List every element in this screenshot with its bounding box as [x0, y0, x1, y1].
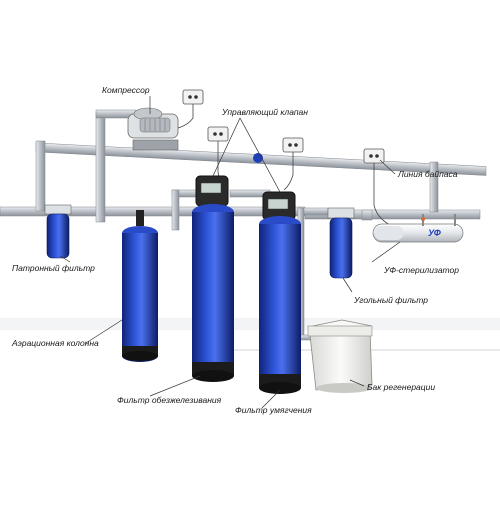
label-bypass-line: Линия байпаса	[398, 169, 458, 179]
uv-sterilizer	[372, 214, 464, 243]
uv-badge: УФ	[428, 228, 441, 238]
regeneration-tank	[307, 319, 373, 393]
label-aeration-column: Аэрационная колонна	[12, 338, 99, 348]
label-control-valve: Управляющий клапан	[222, 107, 308, 117]
carbon-filter	[327, 207, 355, 279]
bypass-pipe	[35, 109, 487, 223]
label-regeneration-tank: Бак регенерации	[367, 382, 436, 392]
label-cartridge-filter: Патронный фильтр	[12, 263, 95, 273]
compressor-unit	[127, 107, 179, 151]
label-compressor: Компрессор	[102, 85, 150, 95]
label-uv-sterilizer: УФ-стерилизатор	[384, 265, 459, 275]
label-carbon-filter: Угольный фильтр	[354, 295, 428, 305]
aeration-column	[122, 210, 158, 362]
iron-removal-filter	[192, 175, 234, 382]
softening-filter	[259, 191, 301, 394]
power-socket-icon	[167, 89, 204, 131]
label-softening-filter: Фильтр умягчения	[235, 405, 312, 415]
label-iron-removal-filter: Фильтр обезжелезивания	[117, 395, 222, 405]
cartridge-filter	[44, 204, 72, 259]
main-pipe	[0, 206, 481, 220]
power-socket-icon	[282, 137, 304, 191]
leader-lines	[59, 96, 401, 409]
